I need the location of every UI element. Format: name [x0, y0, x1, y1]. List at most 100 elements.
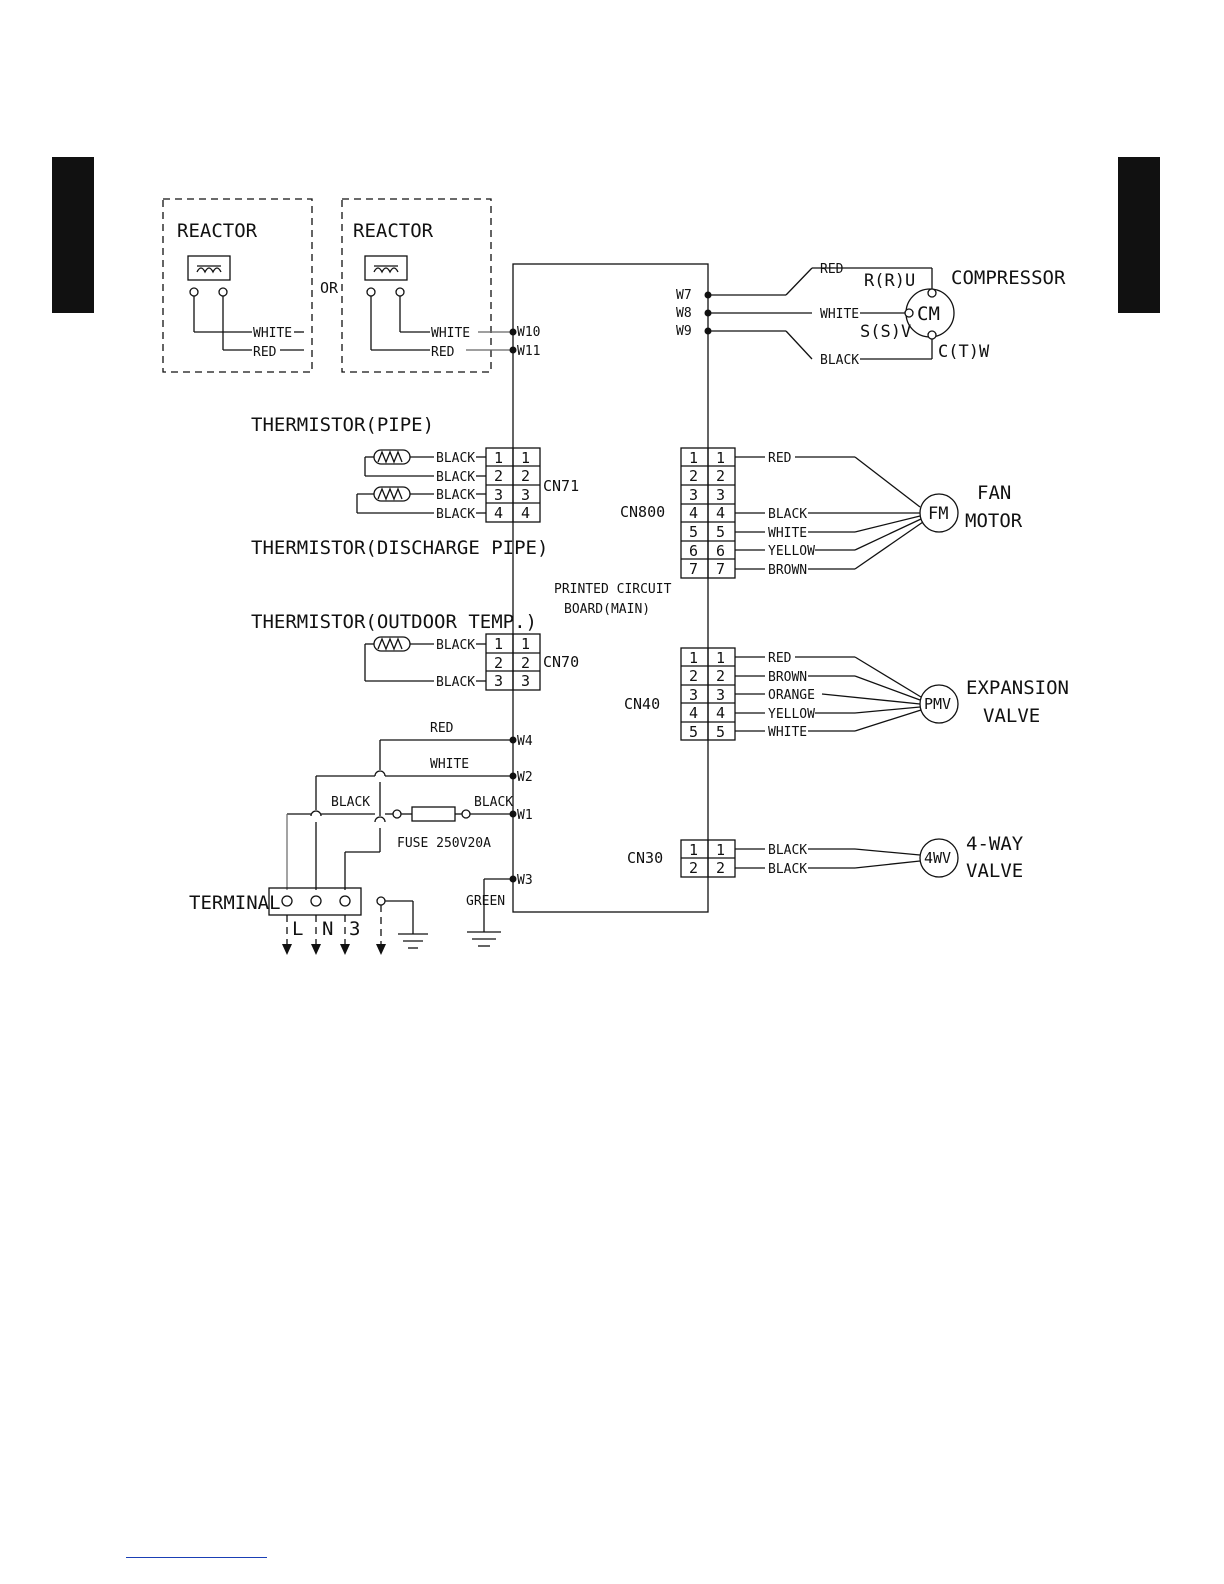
cn30-wire-1: BLACK — [768, 843, 807, 858]
cn40-wire-5: WHITE — [768, 725, 807, 740]
cn71-pin-4a: 4 — [494, 504, 503, 522]
reactor-left: REACTOR WHITE RED — [162, 198, 313, 373]
cn40-pin-1a: 1 — [689, 649, 698, 667]
connector-cn800: 1 1 2 2 3 3 4 4 5 5 6 6 7 7 CN800 RED BL… — [620, 447, 1023, 579]
cn30-pin-1b: 1 — [716, 841, 725, 859]
cn70-pin-2a: 2 — [494, 654, 503, 672]
cn800-pin-4a: 4 — [689, 504, 698, 522]
cn70-pin-3a: 3 — [494, 672, 503, 690]
cn800-wire-5: WHITE — [768, 526, 807, 541]
terminal-l: L — [292, 918, 303, 940]
thermistor-discharge-label: THERMISTOR(DISCHARGE PIPE) — [251, 537, 548, 559]
cn800-wire-4: BLACK — [768, 507, 807, 522]
compressor-red: RED — [820, 262, 844, 277]
fuse-label: FUSE 250V20A — [397, 836, 491, 851]
cn71-pin-2b: 2 — [521, 467, 530, 485]
four-way-valve-label-1: 4-WAY — [966, 833, 1024, 855]
cn40-pin-1b: 1 — [716, 649, 725, 667]
pin-w9: W9 — [676, 324, 692, 339]
right-edge-tab — [1118, 157, 1160, 313]
terminal-3: 3 — [349, 918, 360, 940]
compressor-black: BLACK — [820, 353, 859, 368]
cn71-wire-3: BLACK — [436, 488, 475, 503]
cn800-pin-5a: 5 — [689, 523, 698, 541]
expansion-valve-symbol: PMV — [924, 695, 951, 713]
cn800-pin-2a: 2 — [689, 467, 698, 485]
compressor-label: COMPRESSOR — [951, 267, 1066, 289]
cn40-wire-1: RED — [768, 651, 792, 666]
expansion-valve-symbol-circle — [919, 684, 959, 724]
cn40-pin-5b: 5 — [716, 723, 725, 741]
pin-w10: W10 — [517, 325, 540, 340]
connector-cn70: 1 1 2 2 3 3 CN70 BLACK BLACK — [364, 633, 579, 691]
compressor-terminal-r: R(R)U — [864, 271, 915, 291]
cn71-pin-1b: 1 — [521, 449, 530, 467]
footer-rule — [126, 1557, 267, 1558]
cn71-pin-2a: 2 — [494, 467, 503, 485]
fan-motor-symbol: FM — [928, 504, 948, 524]
cn71-wire-1: BLACK — [436, 451, 475, 466]
cn30-wire-2: BLACK — [768, 862, 807, 877]
cn800-wire-6: YELLOW — [768, 544, 815, 559]
cn800-pin-3b: 3 — [716, 486, 725, 504]
cn71-pin-3b: 3 — [521, 486, 530, 504]
connector-cn30: 1 1 2 2 CN30 BLACK BLACK 4WV 4-WAY VALVE — [627, 833, 1024, 882]
cn800-pin-4b: 4 — [716, 504, 725, 522]
pin-w2: W2 — [517, 770, 533, 785]
fan-motor-symbol-circle — [919, 493, 959, 533]
compressor: RED WHITE BLACK CM R(R)U S(S)V C(T)W COM… — [708, 262, 1066, 368]
cn800-pin-6a: 6 — [689, 542, 698, 560]
reactor-right: REACTOR WHITE RED — [341, 198, 513, 373]
cn30-pin-2a: 2 — [689, 859, 698, 877]
cn800-pin-3a: 3 — [689, 486, 698, 504]
pcb-title-line1: PRINTED CIRCUIT — [554, 582, 672, 597]
cn40-wire-3: ORANGE — [768, 688, 815, 703]
cn30-label: CN30 — [627, 849, 663, 867]
cn800-pin-6b: 6 — [716, 542, 725, 560]
reactor-left-red: RED — [253, 345, 277, 360]
cn40-pin-4a: 4 — [689, 704, 698, 722]
cn70-label: CN70 — [543, 653, 579, 671]
reactor-right-white: WHITE — [431, 326, 470, 341]
cn800-label: CN800 — [620, 503, 665, 521]
reactor-right-red: RED — [431, 345, 455, 360]
terminal-n: N — [322, 918, 333, 940]
pin-w1: W1 — [517, 808, 533, 823]
cn71-pin-3a: 3 — [494, 486, 503, 504]
pcb-title-line2: BOARD(MAIN) — [564, 602, 650, 617]
cn40-pin-2a: 2 — [689, 667, 698, 685]
thermistor-outdoor-label: THERMISTOR(OUTDOOR TEMP.) — [251, 611, 537, 633]
pin-w4: W4 — [517, 734, 533, 749]
connector-cn71: 1 1 2 2 3 3 4 4 CN71 BLACK BLACK BLACK B… — [356, 447, 579, 523]
pin-w7: W7 — [676, 288, 692, 303]
pin-w8: W8 — [676, 306, 692, 321]
cn30-pin-2b: 2 — [716, 859, 725, 877]
cn40-pin-2b: 2 — [716, 667, 725, 685]
cn800-pin-2b: 2 — [716, 467, 725, 485]
cn800-pin-5b: 5 — [716, 523, 725, 541]
power-red: RED — [430, 721, 454, 736]
terminal-label: TERMINAL — [189, 892, 281, 914]
cn800-pin-1a: 1 — [689, 449, 698, 467]
expansion-valve-label-2: VALVE — [983, 705, 1040, 727]
four-way-valve-label-2: VALVE — [966, 860, 1023, 882]
cn71-label: CN71 — [543, 477, 579, 495]
cn70-pin-3b: 3 — [521, 672, 530, 690]
pcb-main — [512, 263, 709, 913]
reactor-or: OR — [320, 279, 339, 297]
power-green: GREEN — [466, 894, 505, 909]
four-way-valve-symbol: 4WV — [924, 849, 951, 867]
power-white: WHITE — [430, 757, 469, 772]
cn40-pin-5a: 5 — [689, 723, 698, 741]
cn40-pin-3b: 3 — [716, 686, 725, 704]
reactor-left-title: REACTOR — [177, 220, 258, 242]
thermistor-pipe-label: THERMISTOR(PIPE) — [251, 414, 434, 436]
cn70-wire-3: BLACK — [436, 675, 475, 690]
cn40-pin-4b: 4 — [716, 704, 725, 722]
cn40-pin-3a: 3 — [689, 686, 698, 704]
cn70-wire-1: BLACK — [436, 638, 475, 653]
pin-w3: W3 — [517, 873, 533, 888]
pin-w11: W11 — [517, 344, 540, 359]
cn800-pin-7b: 7 — [716, 560, 725, 578]
